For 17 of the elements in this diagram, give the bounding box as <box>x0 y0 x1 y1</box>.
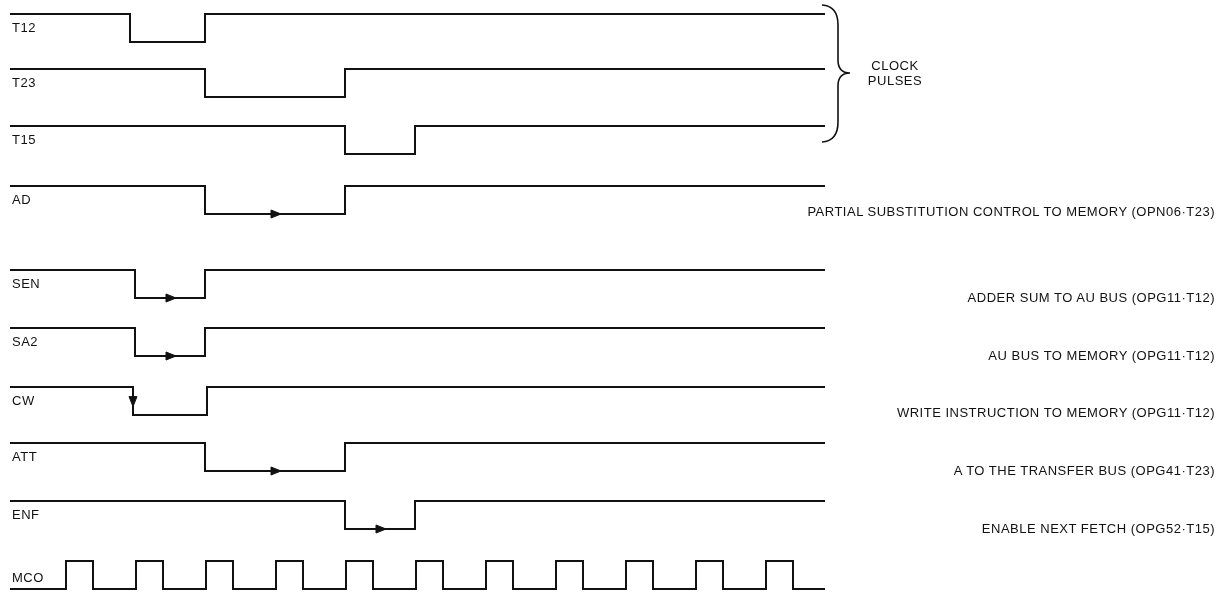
signal-description: ENABLE NEXT FETCH (OPG52·T15) <box>981 521 1215 536</box>
signal-name: CW <box>12 393 35 408</box>
signal-name: ENF <box>12 507 40 522</box>
signal-name: AD <box>12 192 32 207</box>
signal-name: T15 <box>12 132 36 147</box>
signal-description: A TO THE TRANSFER BUS (OPG41·T23) <box>953 463 1215 478</box>
signal-name: T23 <box>12 75 36 90</box>
signal-description: AU BUS TO MEMORY (OPG11·T12) <box>988 348 1215 363</box>
brace-label: CLOCK PULSES <box>866 58 924 88</box>
signal-name: ATT <box>12 449 38 464</box>
signal-description: ADDER SUM TO AU BUS (OPG11·T12) <box>967 290 1215 305</box>
signal-name: T12 <box>12 20 36 35</box>
signal-name: SEN <box>12 276 41 291</box>
signal-description: PARTIAL SUBSTITUTION CONTROL TO MEMORY (OPN06·T23) <box>807 204 1215 219</box>
signal-description: WRITE INSTRUCTION TO MEMORY (OPG11·T12) <box>896 405 1215 420</box>
signal-name: SA2 <box>12 334 39 349</box>
signal-name: MCO <box>12 570 44 585</box>
